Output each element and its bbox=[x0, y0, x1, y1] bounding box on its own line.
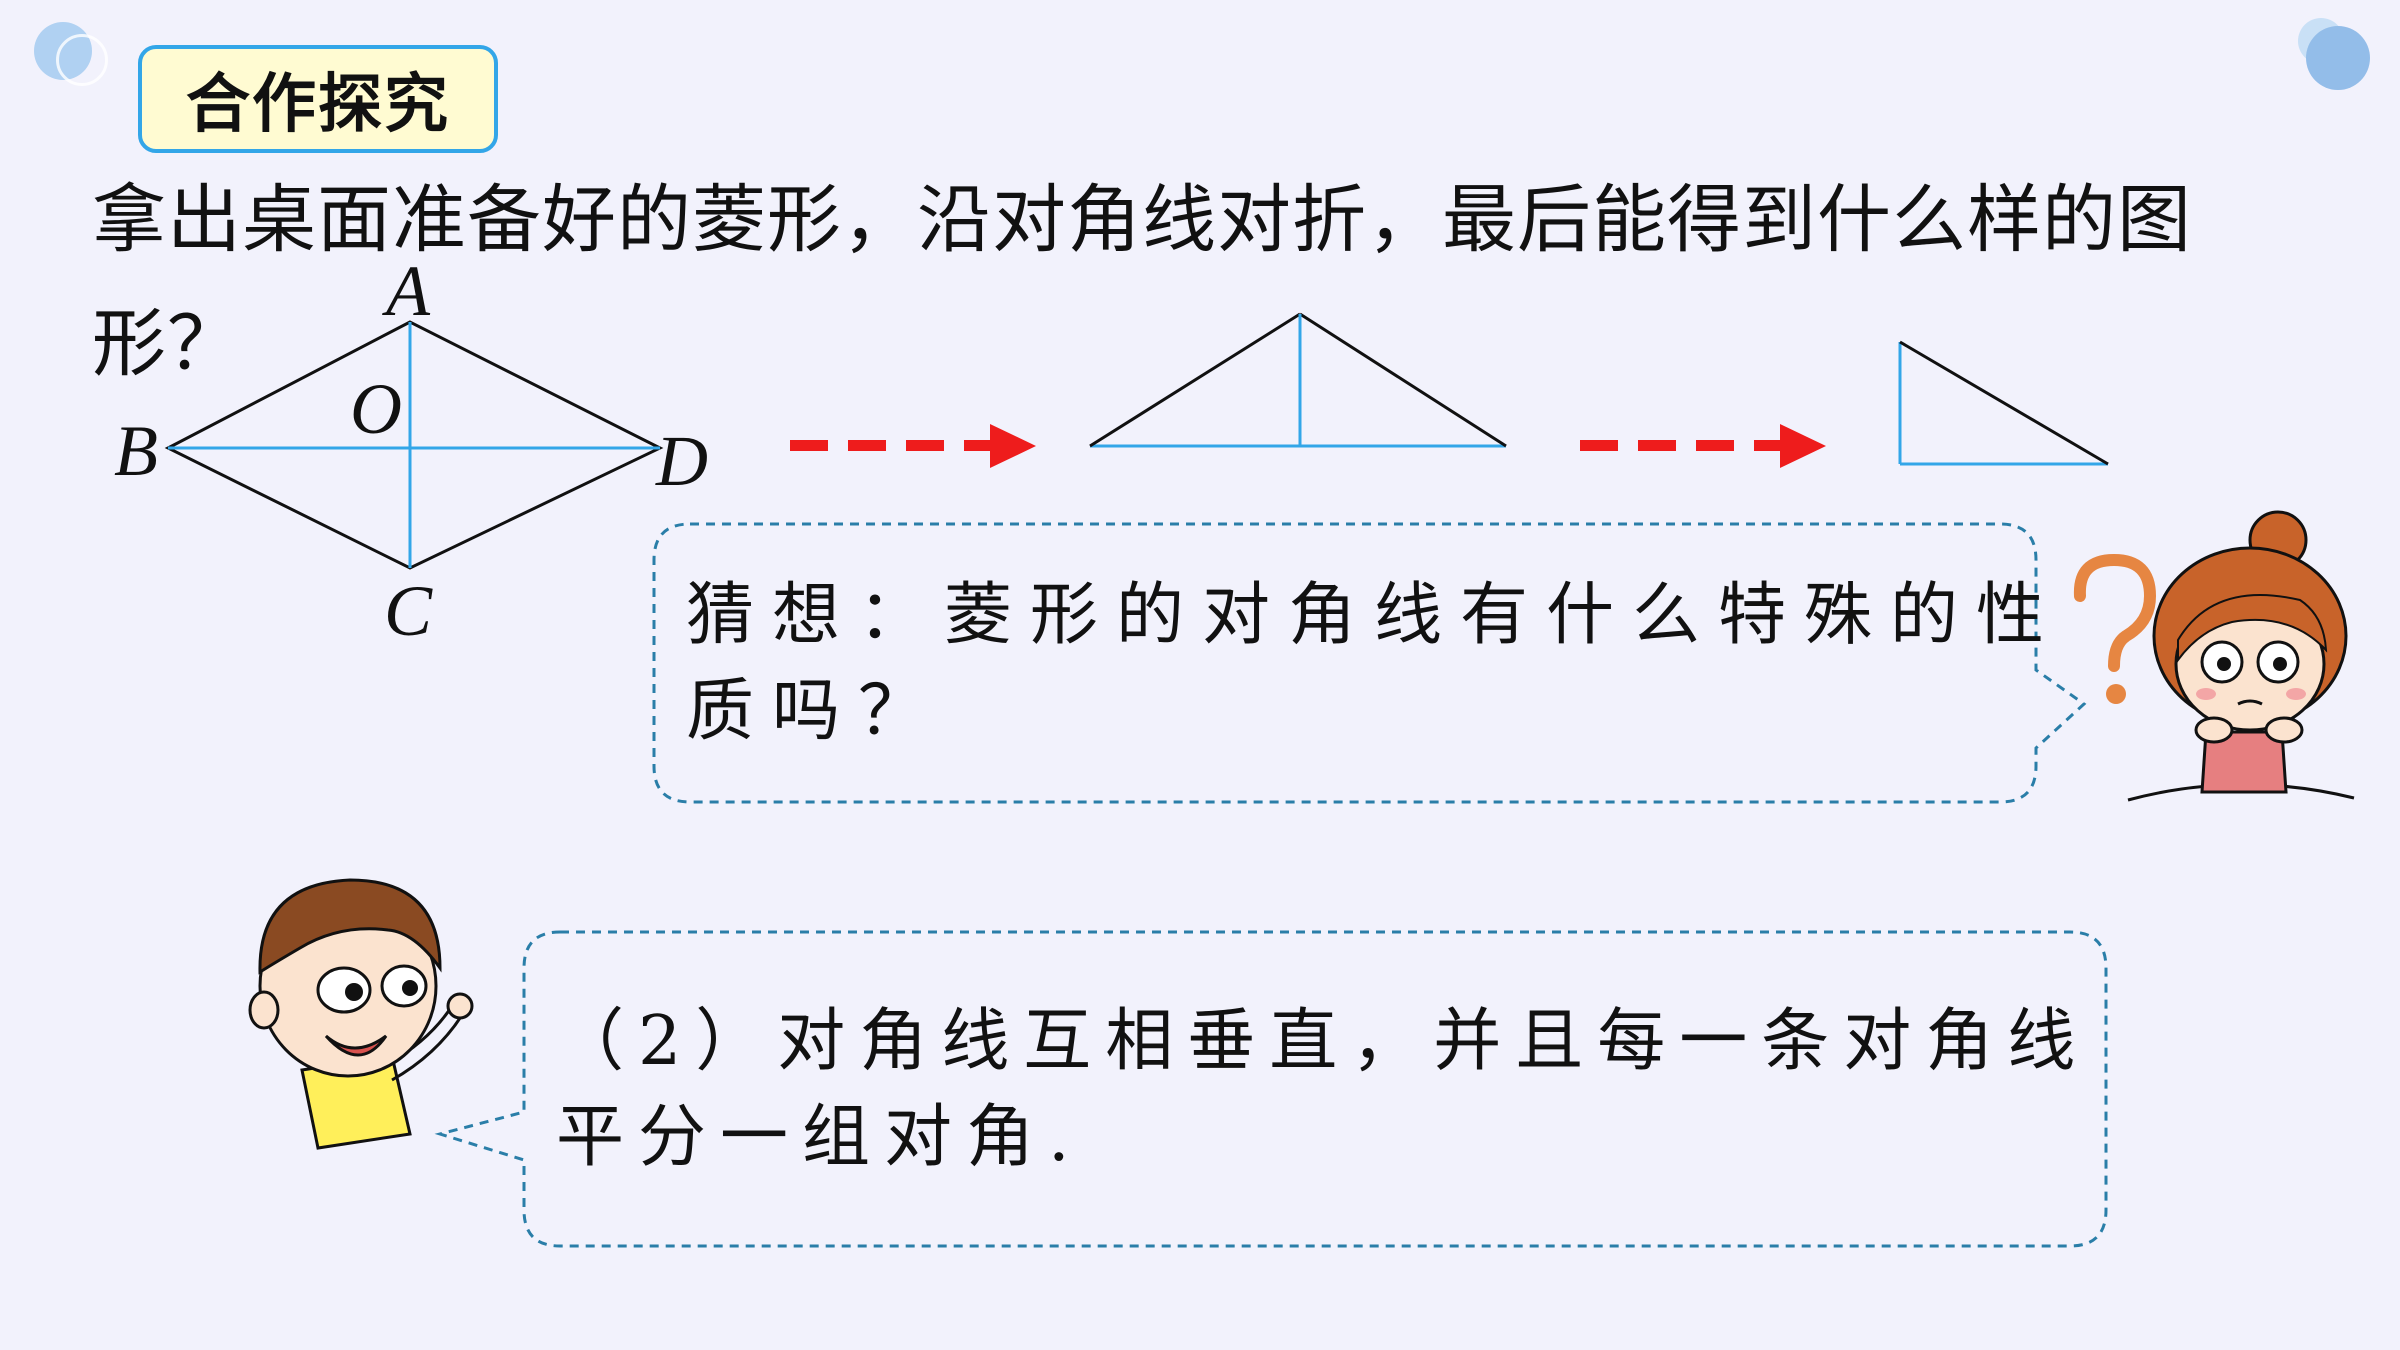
vertex-label-o: O bbox=[350, 369, 402, 449]
vertex-label-a: A bbox=[386, 251, 430, 331]
rhombus-figure bbox=[164, 320, 664, 570]
pointing-boy-icon bbox=[248, 878, 474, 1150]
question-text: 拿出桌面准备好的菱形，沿对角线对折，最后能得到什么样的图 形？ bbox=[92, 170, 2372, 394]
dashed-right-arrow-icon bbox=[790, 424, 1036, 468]
vertex-label-b: B bbox=[114, 411, 158, 491]
thinking-girl-icon bbox=[2127, 510, 2355, 802]
corner-bubble-left-small bbox=[56, 34, 108, 86]
section-badge-title: 合作探究 bbox=[186, 68, 450, 142]
question-line-2: 形？ bbox=[92, 301, 242, 387]
right-triangle bbox=[1898, 340, 2109, 466]
rhombus-outline bbox=[164, 320, 664, 570]
folded-triangle bbox=[1089, 312, 1507, 448]
conjecture-callout-bubble bbox=[652, 522, 2087, 804]
question-line-1: 拿出桌面准备好的菱形，沿对角线对折，最后能得到什么样的图 bbox=[92, 177, 2192, 263]
answer-line-1: （2）对角线互相垂直，并且每一条对角线 bbox=[556, 1002, 2090, 1081]
conjecture-text: 猜想：菱形的对角线有什么特殊的性 质吗？ bbox=[686, 568, 2063, 760]
conjecture-line-1: 猜想：菱形的对角线有什么特殊的性 bbox=[686, 576, 2063, 655]
vertex-label-c: C bbox=[384, 571, 433, 651]
answer-text: （2）对角线互相垂直，并且每一条对角线 平分一组对角. bbox=[556, 994, 2096, 1186]
section-badge: 合作探究 bbox=[138, 45, 498, 153]
corner-bubble-right-large bbox=[2306, 26, 2370, 90]
question-mark-icon bbox=[2073, 553, 2157, 704]
answer-callout-bubble bbox=[434, 930, 2108, 1248]
dashed-right-arrow-icon bbox=[1580, 424, 1826, 468]
vertex-label-d: D bbox=[656, 421, 708, 501]
conjecture-line-2: 质吗？ bbox=[686, 672, 945, 751]
answer-line-2: 平分一组对角. bbox=[556, 1098, 1084, 1177]
